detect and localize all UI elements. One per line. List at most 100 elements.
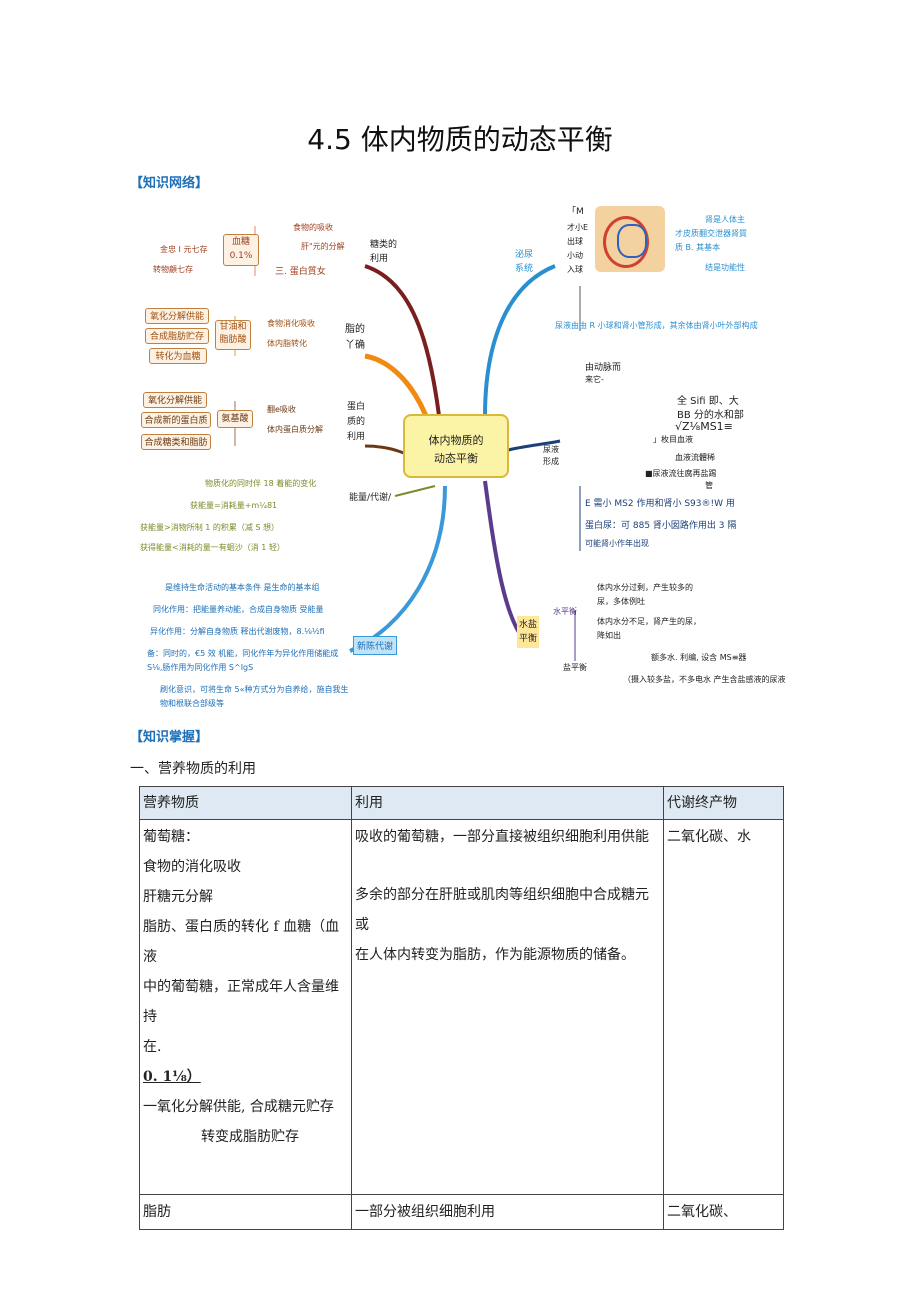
- page-title: 4.5 体内物质的动态平衡: [307, 123, 613, 156]
- table-row: 脂肪 一部分被组织细胞利用 二氧化碳、: [139, 1194, 784, 1230]
- urine-note-5: 入球: [567, 265, 583, 274]
- section-knowledge-network: 【知识网络】: [130, 176, 209, 191]
- glucose-use-line-3: 在人体内转变为脂肪，作为能源物质的储备。: [355, 947, 635, 963]
- urine-note-9: 结是功能性: [705, 263, 745, 272]
- water-note-7: 额多水. 利编, 设含 MS≡器: [651, 653, 747, 662]
- water-note-4: 降如出: [597, 631, 621, 640]
- cell-product-glucose: 二氧化碳、水: [663, 819, 784, 1195]
- cell-use-fat: 一部分被组织细胞利用: [351, 1194, 664, 1230]
- glucose-use-line-1: 吸收的葡萄糖，一部分直接被组织细胞利用供能: [355, 829, 649, 845]
- urine-note-8: 质 B. 其基本: [675, 243, 721, 252]
- water-note-8: （摄入较多盐，不多电水 产生含盐感液的尿液: [623, 675, 786, 684]
- protein-node-1: 氧化分解供能: [143, 392, 207, 408]
- blood-note-11: E 需小 MS2 作用和肾小 S93®!W 用: [585, 499, 735, 509]
- sugar-node-2: 肝"元的分解: [301, 242, 345, 251]
- branch-metabolism: [349, 485, 447, 653]
- blood-note-9: 管: [705, 481, 713, 490]
- glucose-line-9: 转变成脂肪贮存: [201, 1129, 299, 1145]
- fat-node-1: 氧化分解供能: [145, 308, 209, 324]
- fat-box-glycerol: 甘油和 脂肪酸: [215, 320, 251, 350]
- header-product: 代谢终产物: [663, 786, 784, 820]
- glucose-line-5: 中的葡萄糖，正常成年人含量维持: [143, 979, 339, 1025]
- mindmap-center: 体内物质的 动态平衡: [403, 414, 509, 478]
- energy-note-1: 物质化的同时伴 18 着能的变化: [205, 479, 317, 488]
- energy-note-2: 获能量=消耗量+m¼81: [190, 501, 278, 510]
- glucose-line-2: 食物的消化吸收: [143, 859, 241, 875]
- metabolism-note-5: S⅛,肠作用为同化作用 S^IgS: [147, 663, 254, 672]
- table-row: 葡萄糖： 食物的消化吸收 肝糖元分解 脂肪、蛋白质的转化 f 血糖（血液 中的葡…: [139, 819, 784, 1195]
- blood-note-4: BB 分的水和部: [677, 410, 744, 421]
- label-metabolism: 新陈代谢: [353, 636, 398, 655]
- nutrient-table: 营养物质 利用 代谢终产物 葡萄糖： 食物的消化吸收 肝糖元分解 脂肪、蛋白质的…: [139, 786, 784, 1230]
- sugar-node-3: 三. 蛋白質女: [275, 267, 326, 277]
- label-protein: 蛋白 质的 利用: [347, 402, 366, 442]
- header-use: 利用: [351, 786, 664, 820]
- energy-note-4: 获得能量<消耗的量一有蛔沙（消 1 轻）: [140, 543, 285, 552]
- water-node-salt-balance: 盐平衡: [563, 663, 587, 672]
- kidney-illustration: [595, 206, 665, 272]
- section-knowledge-mastery: 【知识掌握】: [130, 730, 209, 745]
- heading-nutrient-use: 一、营养物质的利用: [130, 761, 256, 777]
- knowledge-mindmap: 体内物质的 动态平衡 糖类的 利用 脂的 丫确 蛋白 质的 利用 能量/代谢/ …: [135, 196, 786, 716]
- urine-note-7: 才皮质翻交泄器肾質: [675, 229, 747, 238]
- center-line-2: 动态平衡: [434, 452, 478, 465]
- blood-note-8: ■尿液流往腐再盐踢: [645, 469, 717, 478]
- label-water-salt: 水盐 平衡: [517, 616, 540, 648]
- water-node-water-balance: 水平衡: [553, 607, 577, 616]
- label-urine: 泌尿 系统: [515, 250, 534, 274]
- metabolism-note-2: 同化作用：把能量养动能，合成自身物质 受能量: [153, 605, 324, 614]
- blood-note-6: 」枚目血液: [653, 435, 693, 444]
- protein-node-5: 体内蛋白质分解: [267, 425, 323, 434]
- blood-note-2: 来它-: [585, 375, 604, 384]
- label-energy: 能量/代谢/: [349, 493, 392, 503]
- water-note-3: 体内水分不足，肾产生的尿，: [597, 617, 701, 626]
- blood-note-5: √Z⅛MS1≡: [675, 420, 733, 433]
- metabolism-note-4: 备：同时的，€5 效 机能，同化作年为异化作用储能成: [147, 649, 339, 658]
- protein-box-amino-acid: 氨基酸: [217, 410, 253, 428]
- urine-note-2: 才小E: [567, 223, 589, 232]
- blood-note-13: 可能肾小作年出现: [585, 539, 649, 548]
- urine-note-1: 「M: [567, 207, 584, 217]
- glucose-line-7: 0. 1⅛）: [143, 1069, 201, 1085]
- cell-substance-glucose: 葡萄糖： 食物的消化吸收 肝糖元分解 脂肪、蛋白质的转化 f 血糖（血液 中的葡…: [139, 819, 352, 1195]
- glucose-use-line-2: 多余的部分在肝脏或肌肉等组织细胞中合成糖元或: [355, 887, 649, 933]
- cell-product-fat: 二氧化碳、: [663, 1194, 784, 1230]
- branch-energy: [394, 485, 436, 497]
- glucose-line-8: 一氧化分解供能, 合成糖元贮存: [143, 1099, 334, 1115]
- urine-note-10: 尿液由由 R 小球和肾小管形成，其余体由肾小叶外部构成: [555, 321, 758, 330]
- label-fat: 脂的 丫确: [345, 324, 365, 351]
- table-header-row: 营养物质 利用 代谢终产物: [139, 786, 784, 820]
- sugar-node-1: 食物的吸收: [293, 223, 333, 232]
- header-substance: 营养物质: [139, 786, 352, 820]
- blood-note-7: 血液流體稀: [675, 453, 715, 462]
- urine-note-4: 小动: [567, 251, 583, 260]
- water-note-2: 尿，多体例吐: [597, 597, 645, 606]
- sugar-node-4: 金忠 I 元七存: [160, 245, 208, 254]
- protein-node-2: 合成新的蛋白质: [141, 412, 211, 428]
- fat-node-5: 体内脂转化: [267, 339, 307, 348]
- metabolism-note-1: 是维持生命活动的基本条件 是生命的基本组: [165, 583, 320, 592]
- sugar-node-5: 转物顧七存: [153, 265, 193, 274]
- metabolism-note-7: 物和根联合部级等: [160, 699, 224, 708]
- blood-node-urine-formation: 尿液 形成: [543, 445, 559, 466]
- blood-note-1: 由动脉而: [585, 363, 622, 373]
- cell-substance-fat: 脂肪: [139, 1194, 352, 1230]
- water-note-1: 体内水分过剩，产生较多的: [597, 583, 693, 592]
- glucose-line-6: 在.: [143, 1039, 162, 1055]
- urine-note-3: 出球: [567, 237, 583, 246]
- branch-urine: [483, 264, 556, 417]
- fat-node-2: 合成脂肪贮存: [145, 328, 209, 344]
- metabolism-note-3: 异化作用：分解自身物质 释出代谢废物，8.⅛½fi: [150, 627, 325, 636]
- fat-node-3: 转化为血糖: [149, 348, 207, 364]
- glucose-line-3: 肝糖元分解: [143, 889, 213, 905]
- center-line-1: 体内物质的: [428, 434, 484, 447]
- glucose-line-1: 葡萄糖：: [143, 829, 199, 845]
- blood-note-3: 全 Sifi 即、大: [677, 396, 739, 407]
- blood-note-12: 蛋白尿：可 885 肾小囡路作用出 3 隔: [585, 521, 737, 531]
- label-sugar: 糖类的 利用: [370, 240, 398, 264]
- protein-node-3: 合成糖类和脂肪: [141, 434, 211, 450]
- cell-use-glucose: 吸收的葡萄糖，一部分直接被组织细胞利用供能 多余的部分在肝脏或肌肉等组织细胞中合…: [351, 819, 664, 1195]
- energy-note-3: 获能量>消物所制 1 的积累（减 S 想）: [140, 523, 280, 532]
- urine-note-6: 肾是人体主: [705, 215, 745, 224]
- metabolism-note-6: 刷化意识，可将生命 5«种方式分为自养给，施自我生: [160, 685, 349, 694]
